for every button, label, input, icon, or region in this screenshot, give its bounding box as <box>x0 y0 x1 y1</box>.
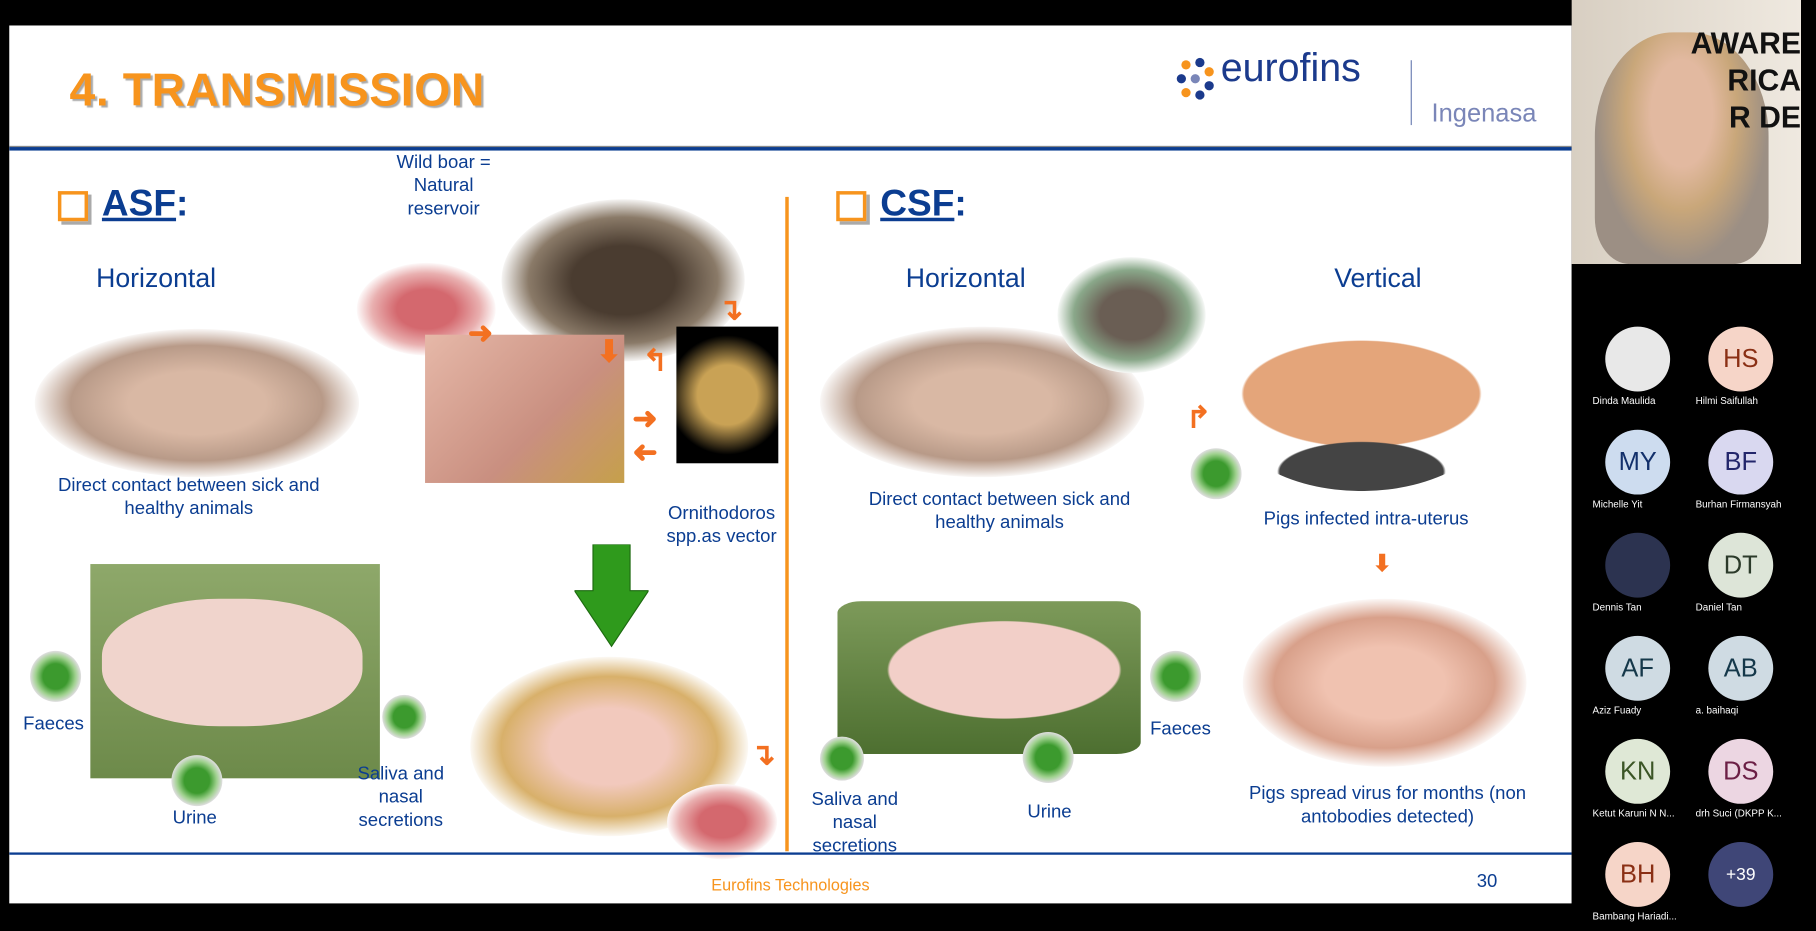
arrow-left-icon: ➜ <box>632 434 658 470</box>
virus-icon <box>30 650 82 702</box>
participant-tile[interactable]: AB a. baihaqi <box>1689 635 1793 716</box>
intra-uterus-text: Pigs infected intra-uterus <box>1263 509 1469 530</box>
avatar: BF <box>1708 429 1774 495</box>
participant-tile[interactable]: Dinda Maulida <box>1586 326 1690 407</box>
participant-name: Burhan Firmansyah <box>1695 498 1782 510</box>
pigs-contact-image <box>34 328 360 478</box>
csf-heading: CSF: <box>836 182 967 225</box>
pig-in-straw-image <box>425 334 625 483</box>
avatar: +39 <box>1708 842 1774 907</box>
participant-tile[interactable]: BF Burhan Firmansyah <box>1689 429 1793 510</box>
backdrop-text: AWARE <box>1690 25 1802 61</box>
tick-vector-image <box>676 326 779 464</box>
virus-icon <box>382 694 427 739</box>
avatar: HS <box>1708 326 1774 392</box>
asf-urine-label: Urine <box>172 808 217 829</box>
avatar: DS <box>1708 738 1774 804</box>
arrow-down-icon: ⬇ <box>1372 551 1392 577</box>
virus-icon <box>1022 731 1074 783</box>
virus-icon <box>1190 448 1242 500</box>
participant-tile[interactable]: DT Daniel Tan <box>1689 532 1793 613</box>
avatar: AB <box>1708 635 1774 701</box>
csf-urine-label: Urine <box>1027 802 1072 823</box>
participant-name: Michelle Yit <box>1592 498 1643 510</box>
pig-on-grass-image <box>90 564 380 779</box>
participant-tile[interactable]: DS drh Suci (DKPP K... <box>1689 738 1793 819</box>
header-divider <box>9 145 1572 151</box>
participant-name: Bambang Hariadi... <box>1592 910 1677 922</box>
asf-horizontal-label: Horizontal <box>96 262 217 294</box>
footer-text: Eurofins Technologies <box>711 875 870 895</box>
arrow-curve-right-icon: ↱ <box>1185 399 1212 435</box>
participant-tile[interactable]: MY Michelle Yit <box>1586 429 1690 510</box>
eurofins-logo-icon <box>1176 57 1214 100</box>
backdrop-text: R DE <box>1729 99 1802 135</box>
participant-tile[interactable]: HS Hilmi Saifullah <box>1689 326 1793 407</box>
backdrop-text: RICA <box>1727 62 1802 98</box>
participant-name: a. baihaqi <box>1695 704 1739 716</box>
arrow-right-icon: ➜ <box>632 400 658 436</box>
participant-tile[interactable]: BH Bambang Hariadi... <box>1586 842 1690 922</box>
arrow-down-icon: ⬇ <box>596 333 622 369</box>
eurofins-logo-text: eurofins <box>1220 46 1361 91</box>
arrow-curve-down-icon: ↴ <box>718 291 744 327</box>
participant-name: Hilmi Saifullah <box>1695 394 1758 407</box>
participant-name: Daniel Tan <box>1695 601 1742 613</box>
participant-tile[interactable]: Dennis Tan <box>1586 532 1690 613</box>
virus-spread-text: Pigs spread virus for months (non antobo… <box>1248 784 1527 827</box>
participant-tile[interactable]: AF Aziz Fuady <box>1586 635 1690 716</box>
pregnant-pig-diagram <box>1225 328 1498 492</box>
pork-meat-image-2 <box>667 784 778 860</box>
participant-tile[interactable]: KN Ketut Karuni N N... <box>1586 738 1690 819</box>
vector-text: Ornithodoros spp.as vector <box>666 503 777 547</box>
arrow-curve-down-icon: ↴ <box>750 736 776 772</box>
wild-boar-text: Wild boar = Natural reservoir <box>396 152 491 219</box>
avatar <box>1605 532 1671 598</box>
avatar <box>1605 326 1671 392</box>
participant-name: Dinda Maulida <box>1592 394 1656 407</box>
participant-name: Aziz Fuady <box>1592 704 1642 716</box>
avatar: KN <box>1605 738 1671 804</box>
participant-name: Dennis Tan <box>1592 601 1642 613</box>
avatar: AF <box>1605 635 1671 701</box>
arrow-up-icon: ↰ <box>642 342 669 378</box>
green-down-arrow-icon <box>574 544 649 648</box>
csf-pig-on-grass-image <box>837 601 1141 754</box>
checkbox-bullet-icon <box>836 190 867 221</box>
logo-divider <box>1410 60 1412 126</box>
csf-saliva-label: Saliva and nasal secretions <box>811 789 899 856</box>
presentation-slide: 4. TRANSMISSION eurofins Ingenasa ASF: H… <box>9 25 1572 904</box>
csf-faeces-label: Faeces <box>1150 719 1211 739</box>
avatar: MY <box>1605 429 1671 495</box>
sow-with-piglets-image <box>1242 598 1527 767</box>
asf-direct-contact-text: Direct contact between sick and healthy … <box>57 476 320 519</box>
checkbox-bullet-icon <box>57 190 89 221</box>
pig-shape <box>101 598 363 727</box>
ingenasa-logo-text: Ingenasa <box>1431 98 1537 128</box>
page-number: 30 <box>1476 872 1498 892</box>
virus-icon <box>820 736 865 781</box>
virus-icon <box>1150 650 1202 702</box>
asf-heading: ASF: <box>57 182 188 225</box>
speaker-video[interactable]: AWARE RICA R DE <box>1571 0 1802 265</box>
csf-horizontal-label: Horizontal <box>905 262 1026 294</box>
footer-divider <box>9 852 1572 855</box>
speaker-figure <box>1594 32 1769 265</box>
participant-name: drh Suci (DKPP K... <box>1695 807 1782 819</box>
section-divider <box>785 196 789 852</box>
csf-direct-contact-text: Direct contact between sick and healthy … <box>868 489 1131 533</box>
virus-icon <box>171 755 223 807</box>
arrow-right-icon: ➜ <box>467 315 494 350</box>
avatar: DT <box>1708 532 1774 598</box>
participant-name: Ketut Karuni N N... <box>1592 807 1675 819</box>
asf-saliva-label: Saliva and nasal secretions <box>357 764 445 831</box>
wild-boars-image <box>1057 257 1206 373</box>
participant-tile[interactable]: +39 <box>1689 842 1793 910</box>
slide-title: 4. TRANSMISSION <box>69 64 485 116</box>
csf-vertical-label: Vertical <box>1334 262 1422 294</box>
asf-faeces-label: Faeces <box>23 714 84 735</box>
avatar: BH <box>1605 842 1671 907</box>
